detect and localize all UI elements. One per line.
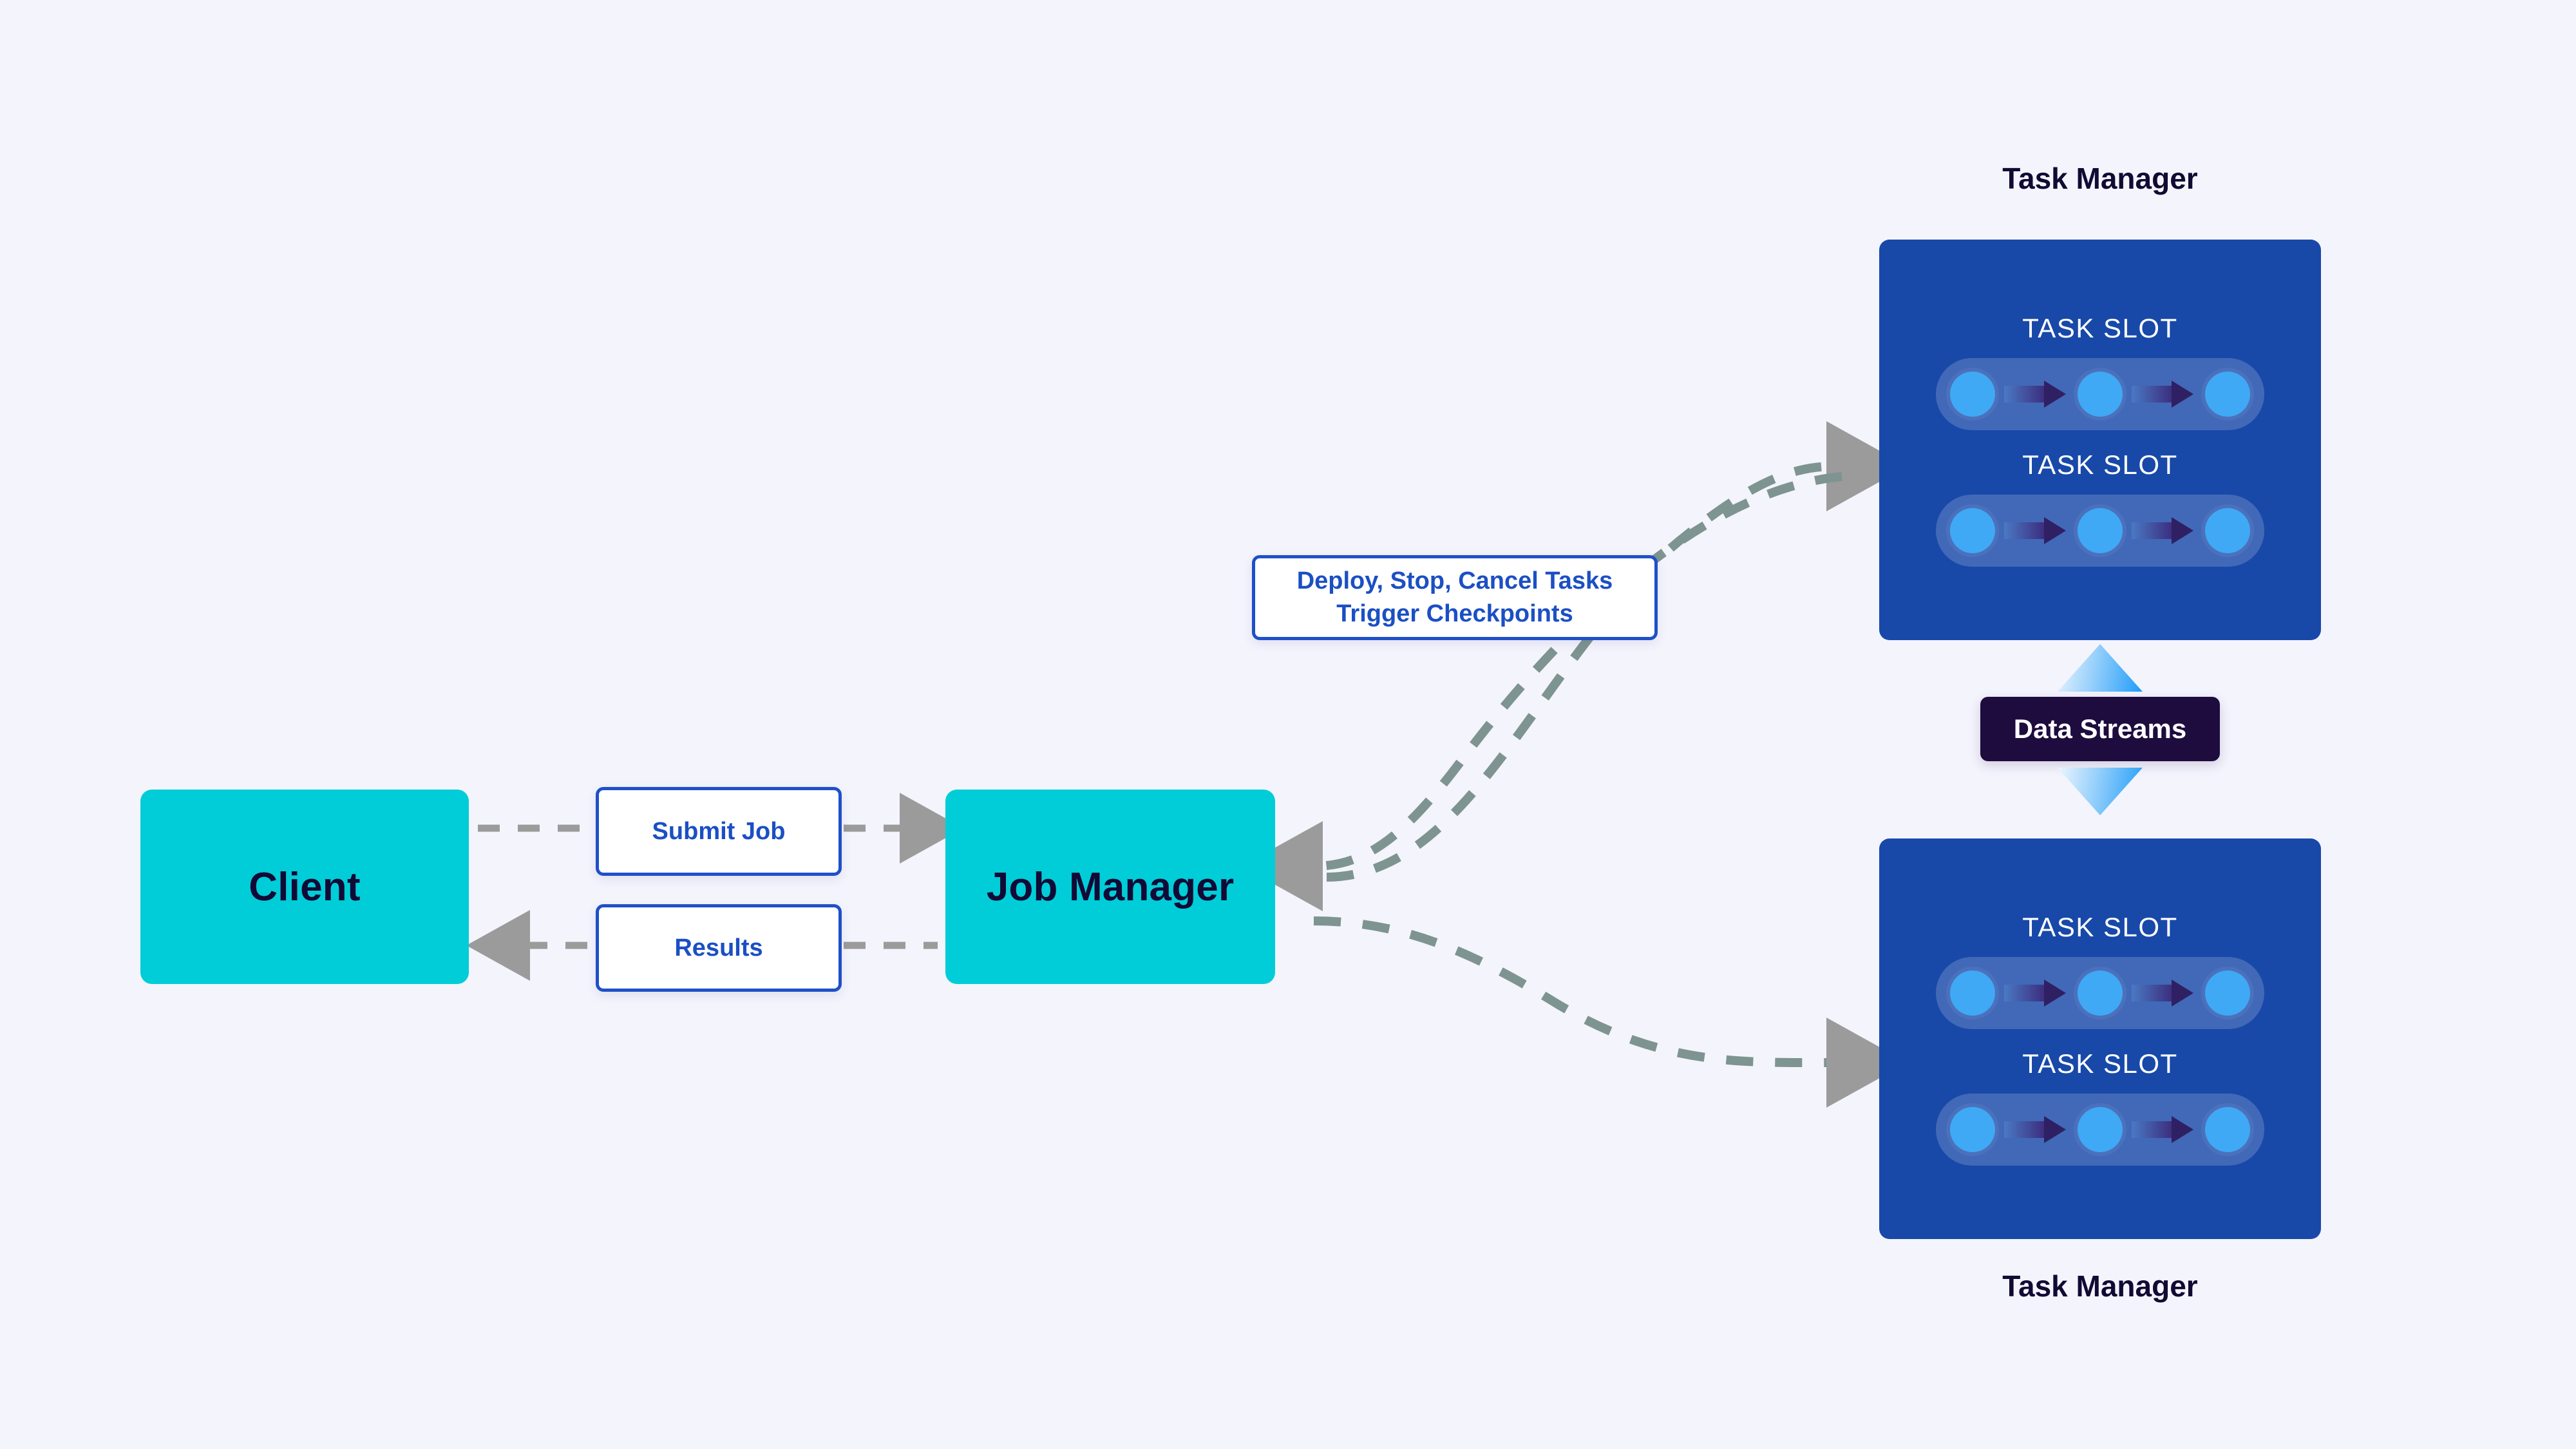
task-slot[interactable]: TASK SLOT [1936,450,2264,567]
task-node-circle [1950,508,1995,553]
task-slot-title: TASK SLOT [2022,450,2178,480]
pipeline-arrow-icon [2004,517,2069,544]
task-slot-title: TASK SLOT [2022,912,2178,942]
wire-feedback-top [1242,472,1842,911]
data-streams-badge[interactable]: Data Streams [1980,697,2220,761]
task-manager-top-caption: Task Manager [2002,162,2198,195]
submit-job-label-chip[interactable]: Submit Job [596,787,842,876]
wire-job-manager-to-task-manager-bottom [1313,916,1908,1108]
deploy-line-1: Deploy, Stop, Cancel Tasks [1296,567,1613,594]
task-node-circle [2205,508,2250,553]
task-manager-top-card[interactable]: TASK SLOT TASK SLOT [1879,240,2321,640]
deploy-tasks-label-chip[interactable]: Deploy, Stop, Cancel Tasks Trigger Check… [1252,555,1658,640]
pipeline-arrow-icon [2004,1116,2069,1143]
task-node-circle [2205,372,2250,417]
results-label: Results [674,934,763,961]
task-slot-title: TASK SLOT [2022,1048,2178,1079]
job-manager-label: Job Manager [986,864,1235,909]
job-manager-node[interactable]: Job Manager [945,790,1275,984]
task-node-circle [1950,971,1995,1016]
data-streams-label: Data Streams [2013,714,2187,744]
pipeline-arrow-icon [2132,1116,2196,1143]
task-node-circle [2205,1107,2250,1152]
submit-job-label: Submit Job [652,817,786,845]
task-node-circle [2078,1107,2123,1152]
task-node-circle [2078,372,2123,417]
task-slot[interactable]: TASK SLOT [1936,1048,2264,1166]
pipeline-arrow-icon [2004,381,2069,408]
task-slot-pipeline [1936,358,2264,430]
task-slot-pipeline [1936,495,2264,567]
task-node-circle [2078,508,2123,553]
client-label: Client [249,864,361,909]
wire-job-manager-to-task-manager-top [1326,421,1908,882]
pipeline-arrow-icon [2132,980,2196,1007]
task-node-circle [1950,1107,1995,1152]
task-manager-bottom-card[interactable]: TASK SLOT TASK SLOT [1879,838,2321,1239]
task-slot[interactable]: TASK SLOT [1936,912,2264,1029]
pipeline-arrow-icon [2004,980,2069,1007]
task-slot-pipeline [1936,957,2264,1029]
pipeline-arrow-icon [2132,381,2196,408]
task-slot[interactable]: TASK SLOT [1936,313,2264,430]
client-node[interactable]: Client [140,790,469,984]
task-node-circle [1950,372,1995,417]
results-label-chip[interactable]: Results [596,904,842,992]
task-slot-title: TASK SLOT [2022,313,2178,343]
deploy-line-2: Trigger Checkpoints [1336,600,1573,627]
task-node-circle [2078,971,2123,1016]
task-manager-bottom-caption: Task Manager [2002,1269,2198,1303]
task-node-circle [2205,971,2250,1016]
pipeline-arrow-icon [2132,517,2196,544]
task-slot-pipeline [1936,1094,2264,1166]
